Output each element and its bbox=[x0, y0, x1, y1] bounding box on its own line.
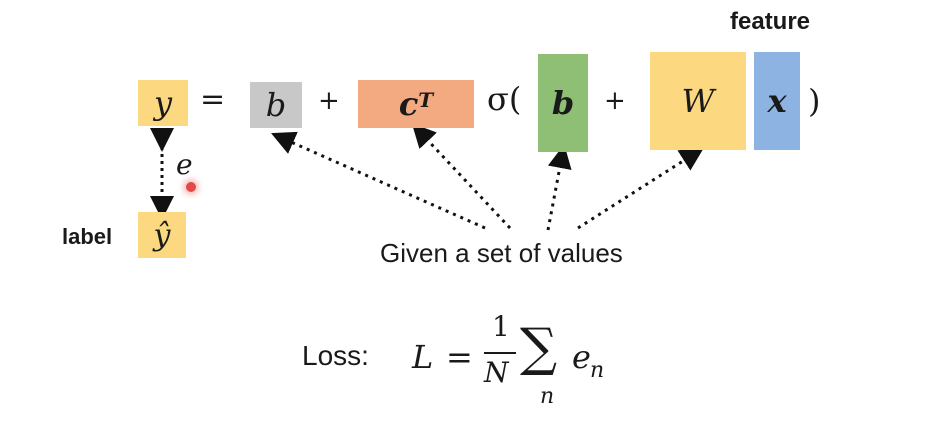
error-symbol: e bbox=[176, 148, 193, 181]
b-inner-box: b bbox=[538, 54, 588, 152]
y-hat-box: ŷ bbox=[138, 212, 186, 258]
b-symbol: b bbox=[265, 86, 287, 124]
loss-e: e bbox=[572, 338, 591, 376]
loss-denominator: N bbox=[484, 356, 509, 389]
c-superscript: T bbox=[418, 88, 434, 112]
x-symbol: x bbox=[767, 82, 787, 120]
b-inner-symbol: b bbox=[551, 84, 575, 122]
y-hat-symbol: ŷ bbox=[153, 217, 171, 253]
loss-L: L bbox=[412, 338, 434, 376]
x-box: x bbox=[754, 52, 800, 150]
y-box: y bbox=[138, 80, 188, 126]
arrow-to-W bbox=[577, 147, 705, 230]
sigma-open: σ( bbox=[487, 80, 522, 118]
label-text: label bbox=[62, 224, 113, 249]
plus-sign-1: + bbox=[318, 86, 340, 116]
W-symbol: W bbox=[681, 82, 715, 120]
y-symbol: y bbox=[153, 84, 173, 122]
arrow-to-c bbox=[411, 123, 512, 230]
loss-equals: = bbox=[446, 338, 473, 376]
arrow-to-b bbox=[271, 131, 486, 230]
b-box: b bbox=[250, 82, 302, 128]
c-symbol: c bbox=[398, 85, 419, 123]
loss-title: Loss: bbox=[302, 340, 369, 371]
equals-sign: = bbox=[200, 82, 226, 117]
feature-label: feature bbox=[730, 8, 811, 35]
W-box: W bbox=[650, 52, 746, 150]
given-values-text: Given a set of values bbox=[380, 238, 623, 268]
plus-sign-2: + bbox=[604, 86, 626, 116]
loss-numerator: 1 bbox=[492, 310, 510, 343]
cursor-dot bbox=[186, 182, 196, 192]
fraction-bar bbox=[484, 352, 516, 354]
arrow-to-b-inner bbox=[546, 144, 572, 231]
loss-e-subscript: n bbox=[590, 358, 605, 383]
sum-subscript: n bbox=[540, 384, 555, 409]
sum-symbol: ∑ bbox=[520, 318, 558, 378]
close-paren: ) bbox=[808, 82, 821, 120]
